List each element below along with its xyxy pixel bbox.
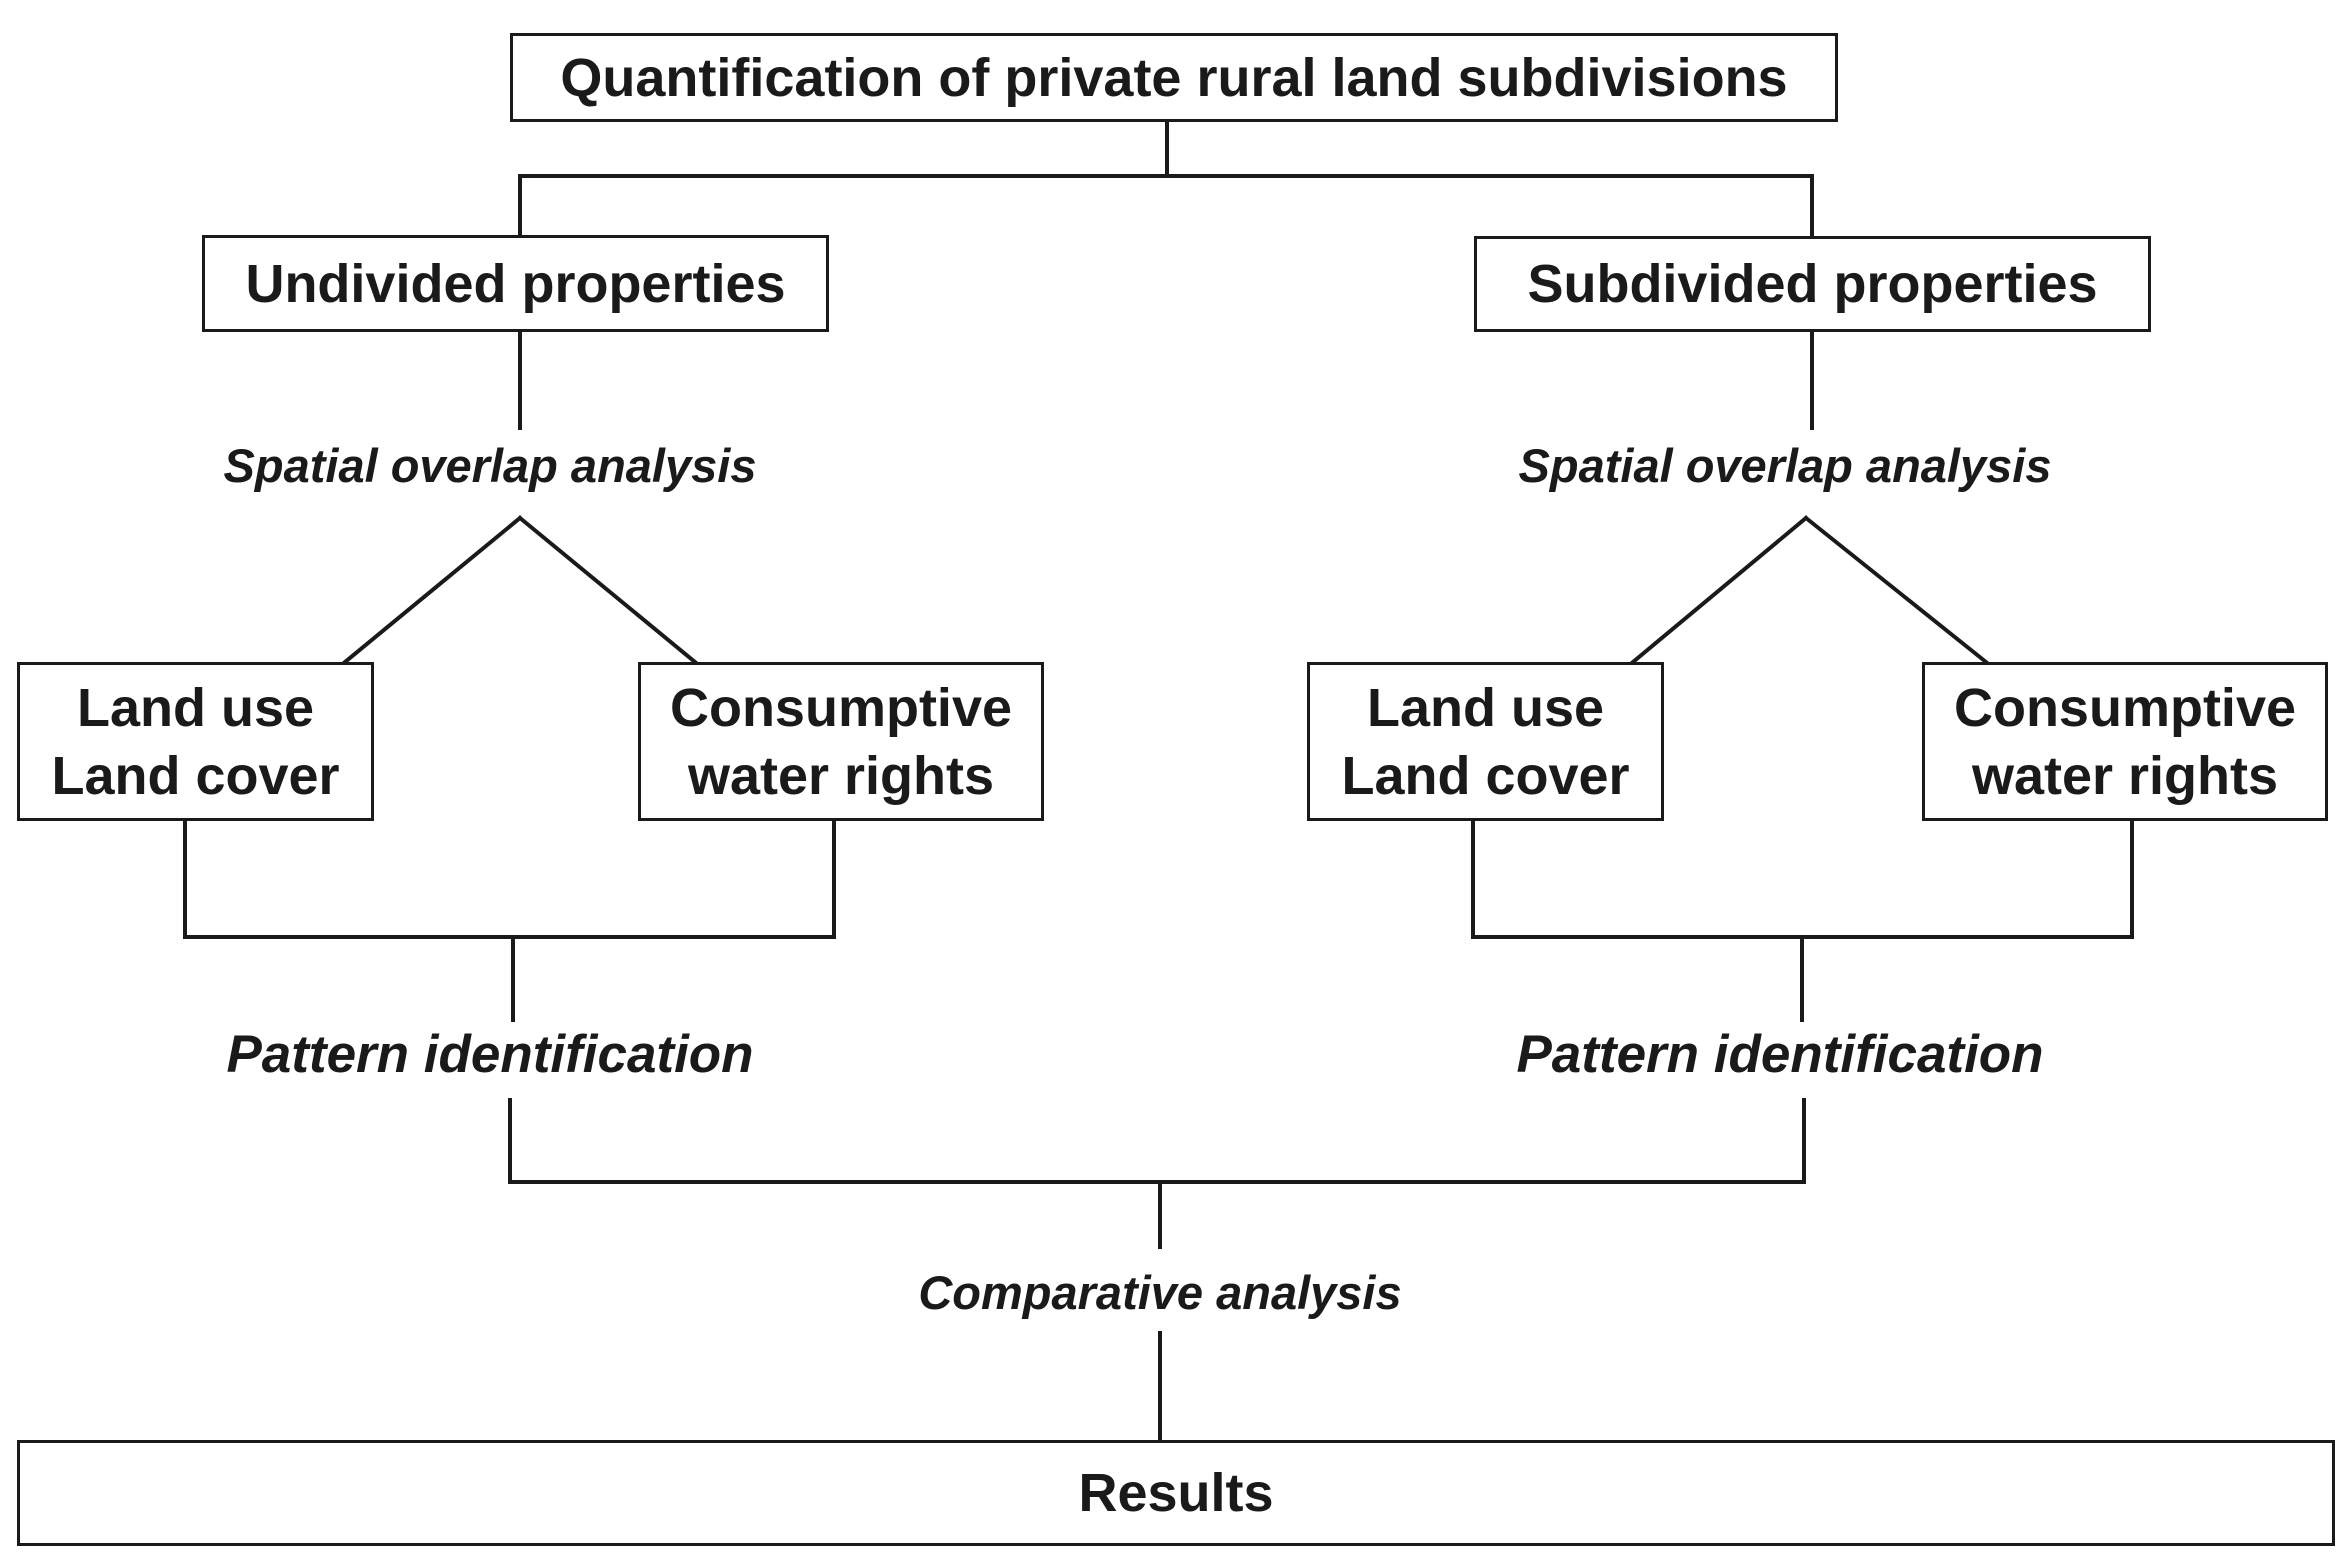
connector-left-diag-b	[517, 515, 698, 665]
right-landuse-line1: Land use	[1366, 677, 1605, 738]
right-spatial-overlap-label: Spatial overlap analysis	[1518, 439, 2052, 492]
connector-right-diag-b	[1803, 515, 1989, 665]
connector-right-join	[1471, 818, 2134, 939]
subdivided-properties-label: Subdivided properties	[1527, 254, 2098, 314]
comparative-analysis-label: Comparative analysis	[918, 1266, 1402, 1319]
left-spatial-overlap-label: Spatial overlap analysis	[223, 439, 757, 492]
left-landuse-line1: Land use	[76, 677, 315, 738]
undivided-properties-label: Undivided properties	[245, 253, 786, 314]
right-water-line2: water rights	[1971, 745, 2279, 806]
right-pattern-identification-label: Pattern identification	[1516, 1025, 2044, 1084]
connector-left-diag-a	[342, 515, 523, 665]
results-box: Results	[17, 1440, 2335, 1546]
connector-pattern-join	[508, 1098, 1806, 1184]
right-landuse-line2: Land cover	[1341, 745, 1630, 806]
left-landuse-box: Land use Land cover	[17, 662, 374, 821]
undivided-properties-box: Undivided properties	[202, 235, 829, 332]
right-water-line1: Consumptive	[1953, 677, 2297, 738]
left-water-line2: water rights	[687, 745, 995, 806]
root-box: Quantification of private rural land sub…	[510, 33, 1838, 122]
root-label: Quantification of private rural land sub…	[560, 47, 1788, 108]
right-water-rights-box: Consumptive water rights	[1922, 662, 2328, 821]
right-landuse-box: Land use Land cover	[1307, 662, 1664, 821]
left-pattern-identification-label: Pattern identification	[226, 1025, 754, 1084]
connector-left-join	[183, 818, 836, 939]
left-landuse-line2: Land cover	[51, 745, 340, 806]
results-label: Results	[1078, 1463, 1274, 1523]
left-water-line1: Consumptive	[669, 677, 1013, 738]
subdivided-properties-box: Subdivided properties	[1474, 236, 2151, 332]
connector-right-diag-a	[1630, 515, 1809, 665]
left-water-rights-box: Consumptive water rights	[638, 662, 1044, 821]
